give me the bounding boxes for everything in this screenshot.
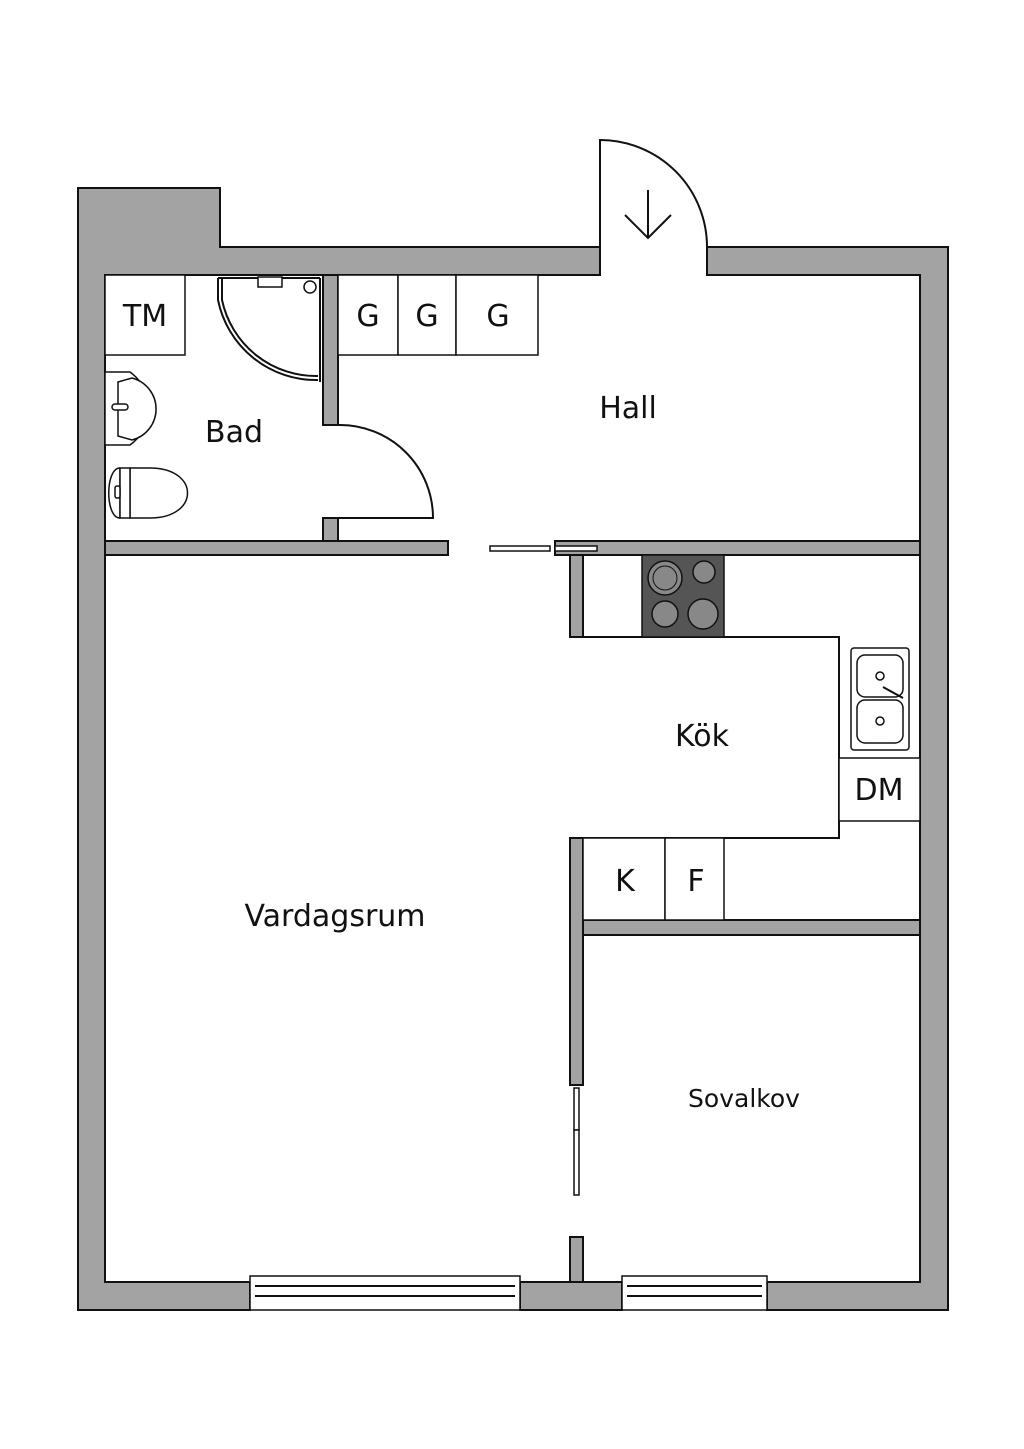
wall-kitchen-alcove bbox=[582, 919, 921, 936]
room-label-hall: Hall bbox=[599, 391, 657, 426]
wall-hall-kitchen bbox=[554, 540, 921, 556]
fridge bbox=[582, 837, 666, 921]
sink-bath bbox=[104, 371, 157, 446]
wardrobe-label: G bbox=[486, 299, 509, 334]
fridge-label: K bbox=[615, 864, 636, 899]
arrow-down-icon bbox=[624, 190, 672, 240]
shower bbox=[217, 276, 321, 382]
washing-machine-label: TM bbox=[122, 299, 167, 334]
bath-door[interactable] bbox=[338, 424, 435, 519]
alcove-wall-bottom bbox=[569, 1236, 584, 1283]
toilet bbox=[108, 467, 189, 519]
kitchen-wall-upper bbox=[569, 554, 584, 638]
window-alcove bbox=[621, 1275, 768, 1311]
wardrobe-label: G bbox=[356, 299, 379, 334]
outer-wall-bottom-mid bbox=[519, 1281, 623, 1311]
sliding-door-alcove[interactable] bbox=[573, 1087, 580, 1196]
kitchen-sink bbox=[850, 647, 910, 751]
room-label-kok: Kök bbox=[675, 719, 730, 754]
kitchen-wall-lower bbox=[569, 837, 584, 1086]
entry-door[interactable] bbox=[599, 138, 708, 248]
room-label-sovalkov: Sovalkov bbox=[688, 1084, 800, 1113]
wardrobe-label: G bbox=[415, 299, 438, 334]
dishwasher bbox=[838, 757, 921, 822]
walls bbox=[77, 187, 949, 1311]
stove bbox=[641, 554, 725, 638]
freezer-label: F bbox=[687, 864, 704, 899]
wall-bath-living bbox=[104, 540, 449, 556]
wardrobe-3 bbox=[455, 274, 539, 356]
sliding-door-hall[interactable] bbox=[489, 545, 598, 552]
freezer bbox=[664, 837, 725, 921]
bath-wall-upper bbox=[322, 274, 339, 426]
bath-wall-lower bbox=[322, 517, 339, 542]
washing-machine bbox=[104, 274, 186, 356]
room-label-vardagsrum: Vardagsrum bbox=[244, 899, 425, 934]
window-living bbox=[249, 1275, 521, 1311]
room-label-bad: Bad bbox=[205, 415, 263, 450]
dishwasher-label: DM bbox=[855, 773, 904, 808]
